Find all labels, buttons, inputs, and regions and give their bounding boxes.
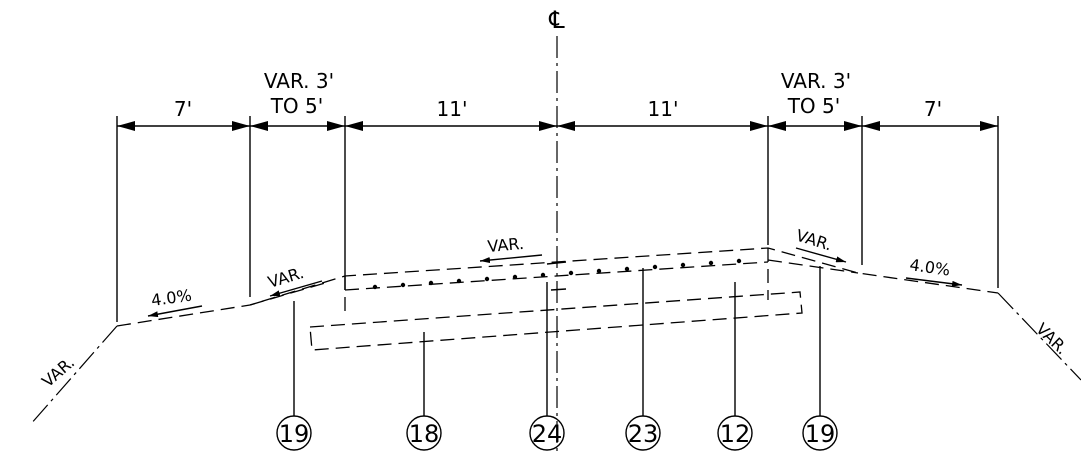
dim-left-lane: 11' xyxy=(437,97,468,121)
right-foreslope-line xyxy=(997,292,1081,381)
pavement-bottom xyxy=(344,261,769,291)
callout-23: 23 xyxy=(625,415,661,451)
slope-right-curb: VAR. xyxy=(794,226,834,255)
svg-text:19: 19 xyxy=(279,420,310,448)
dim-left-var-line2: TO 5' xyxy=(270,94,324,118)
callout-18: 18 xyxy=(406,415,442,451)
dim-right-var-line2: TO 5' xyxy=(787,94,841,118)
callout-leaders xyxy=(293,266,821,416)
dimension-line xyxy=(117,121,998,131)
right-shoulder-slope-arrow xyxy=(905,277,963,287)
callout-12: 12 xyxy=(717,415,753,451)
svg-text:23: 23 xyxy=(628,420,659,448)
dim-left-var-line1: VAR. 3' xyxy=(264,69,334,93)
svg-text:24: 24 xyxy=(532,420,563,448)
reinforcement-dots xyxy=(372,258,742,290)
svg-text:19: 19 xyxy=(805,420,836,448)
slope-left-shoulder: 4.0% xyxy=(150,285,193,309)
centerline-symbol: ℄ xyxy=(548,6,565,34)
base-course-box xyxy=(309,291,803,351)
extension-lines xyxy=(116,116,999,322)
slope-left-foreslope: VAR. xyxy=(38,353,78,391)
left-curb-slope-arrow xyxy=(269,280,323,297)
right-curb-slope-arrow xyxy=(795,247,847,263)
pavement-slope-arrow xyxy=(479,254,543,264)
slope-right-shoulder: 4.0% xyxy=(908,255,951,279)
left-foreslope-line xyxy=(29,325,118,426)
svg-text:12: 12 xyxy=(720,420,751,448)
left-shoulder-slope-arrow xyxy=(147,305,203,318)
callout-19-left: 19 xyxy=(276,415,312,451)
dim-right-lane: 11' xyxy=(648,97,679,121)
svg-text:18: 18 xyxy=(409,420,440,448)
slope-right-foreslope: VAR. xyxy=(1032,319,1071,358)
callout-24: 24 xyxy=(529,415,565,451)
right-curb-detail xyxy=(767,259,859,274)
dim-right-outer: 7' xyxy=(924,97,942,121)
dim-right-var-line1: VAR. 3' xyxy=(781,69,851,93)
callout-19-right: 19 xyxy=(802,415,838,451)
slope-pavement: VAR. xyxy=(487,234,525,256)
left-curb-detail xyxy=(249,282,326,306)
dim-left-outer: 7' xyxy=(174,97,192,121)
centerline-joint xyxy=(546,261,567,291)
finished-grade-line xyxy=(116,247,999,327)
